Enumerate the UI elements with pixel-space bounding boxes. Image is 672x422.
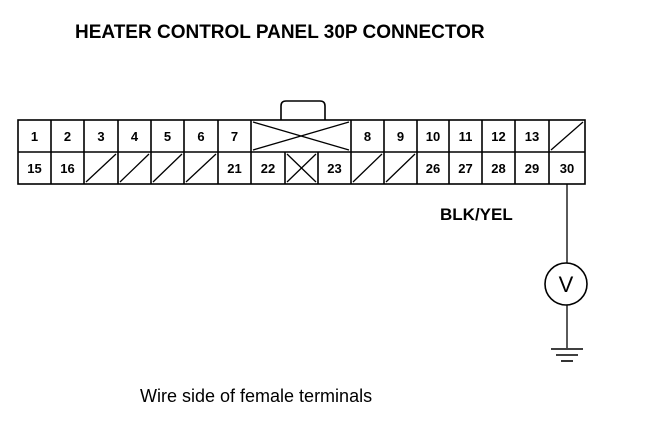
connector-latch	[280, 100, 326, 120]
pin-number: 28	[491, 161, 505, 176]
pin-cell	[383, 152, 416, 184]
blocked-cavity-cross	[286, 153, 317, 183]
pin-number: 29	[525, 161, 539, 176]
pin-number: 15	[27, 161, 41, 176]
pin-cell: 7	[217, 120, 238, 152]
pin-cell: 8	[350, 120, 371, 152]
diagram-title: HEATER CONTROL PANEL 30P CONNECTOR	[75, 22, 485, 43]
diagram-caption: Wire side of female terminals	[140, 386, 372, 406]
pin-cell	[350, 152, 383, 184]
pin-number: 16	[60, 161, 74, 176]
pin-cell: 10	[416, 120, 440, 152]
pin-cell: 3	[83, 120, 105, 152]
pin-number: 13	[525, 129, 539, 144]
pin-number: 8	[364, 129, 371, 144]
pin-cell: 21	[217, 152, 242, 184]
unused-cavity-slash	[119, 153, 150, 183]
pin-number: 10	[426, 129, 440, 144]
unused-cavity-slash	[85, 153, 117, 183]
pin-number: 26	[426, 161, 440, 176]
pin-cell: 30	[548, 152, 574, 184]
connector-bottom-row: 15 16 21 22 23 26 27 28 29 30	[27, 152, 574, 184]
pin-number: 27	[458, 161, 472, 176]
pin-cell: 11	[448, 120, 473, 152]
pin-cell: 22	[250, 152, 275, 184]
pin-number: 2	[64, 129, 71, 144]
pin-cell: 15	[27, 161, 41, 176]
pin-cell	[250, 120, 350, 152]
pin-cell: 13	[514, 120, 539, 152]
unused-cavity-slash	[352, 153, 383, 183]
unused-cavity-slash	[185, 153, 217, 183]
pin-number: 1	[31, 129, 38, 144]
pin-cell: 28	[481, 152, 506, 184]
pin-number: 23	[327, 161, 341, 176]
voltmeter-icon: V	[544, 262, 588, 306]
unused-cavity-slash	[152, 153, 183, 183]
pin-cell: 29	[514, 152, 539, 184]
pin-cell	[284, 152, 317, 184]
pin-number: 6	[197, 129, 204, 144]
pin-number: 12	[491, 129, 505, 144]
pin-cell	[117, 152, 150, 184]
pin-number: 21	[227, 161, 241, 176]
pin-number: 4	[131, 129, 139, 144]
ground-icon	[551, 348, 583, 362]
pin-number: 22	[261, 161, 275, 176]
pin-number: 3	[97, 129, 104, 144]
pin-number: 7	[231, 129, 238, 144]
pin-cell: 4	[117, 120, 139, 152]
pin-number: 11	[459, 129, 473, 144]
pin-cell	[150, 152, 183, 184]
pin-cell: 5	[150, 120, 171, 152]
unused-cavity-slash	[385, 153, 416, 183]
pin-number: 30	[560, 161, 574, 176]
pin-number: 9	[397, 129, 404, 144]
pin-cell: 1	[31, 129, 38, 144]
pin-cell: 16	[50, 152, 75, 184]
pin-cell	[83, 152, 117, 184]
pin-cell	[183, 152, 217, 184]
pin-cell: 9	[383, 120, 404, 152]
pin-cell: 27	[448, 152, 473, 184]
wire-color-label: BLK/YEL	[440, 205, 513, 224]
pin-cell: 2	[50, 120, 71, 152]
pin-cell: 12	[481, 120, 506, 152]
pin-number: 5	[164, 129, 171, 144]
pin-cell: 26	[416, 152, 440, 184]
unused-cavity-slash	[550, 121, 584, 151]
pin-cell: 6	[183, 120, 205, 152]
blocked-cavity-cross	[252, 121, 350, 151]
pin-cell: 23	[317, 152, 342, 184]
pin-cell	[548, 120, 584, 152]
voltmeter-symbol: V	[559, 272, 574, 297]
